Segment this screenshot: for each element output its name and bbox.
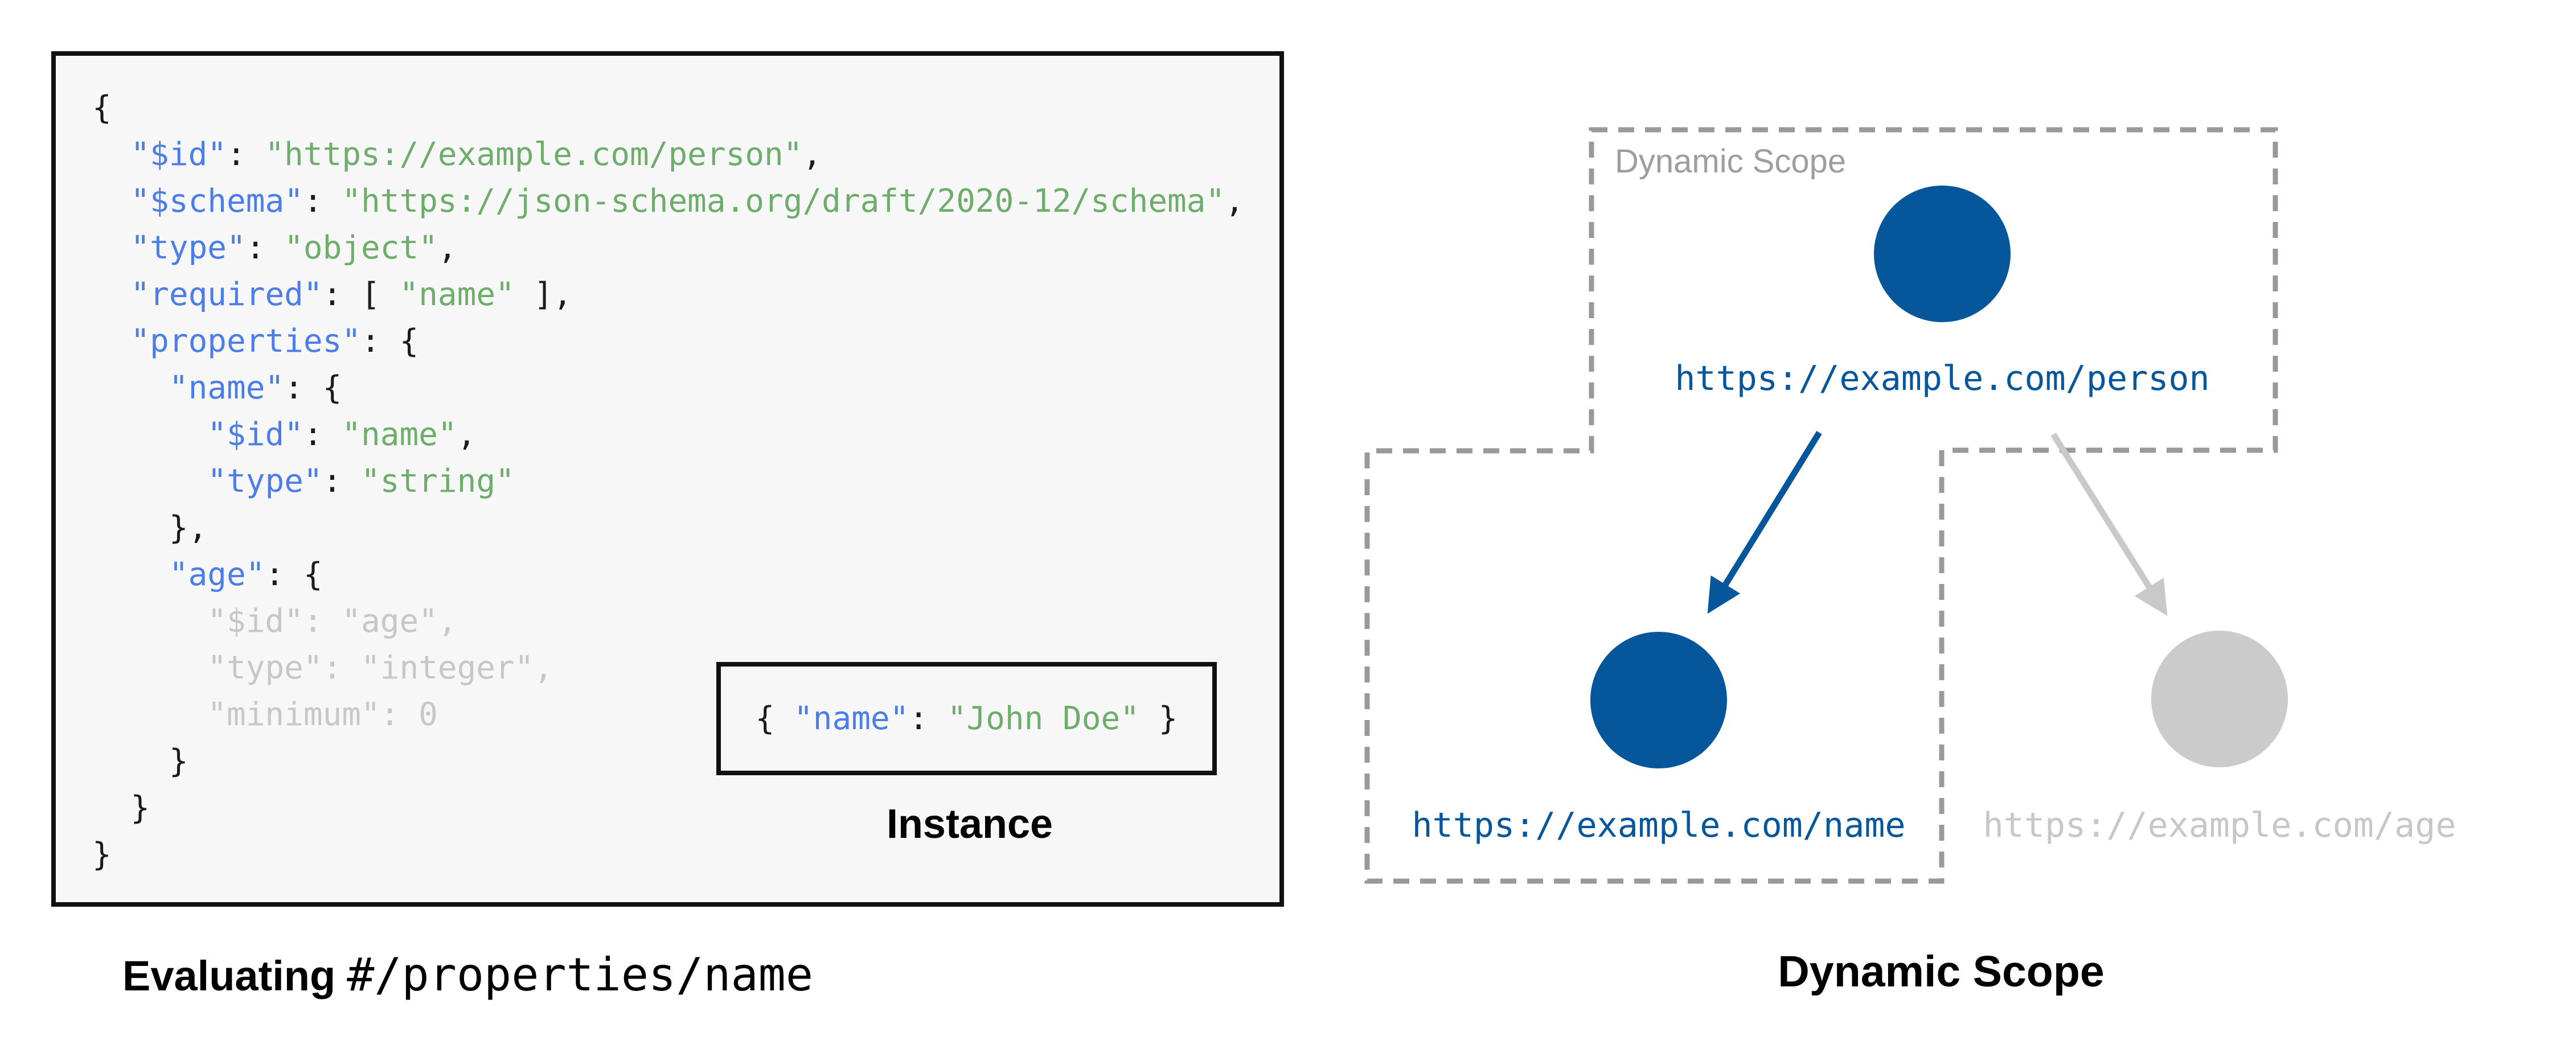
code-token: "name"	[399, 276, 515, 313]
code-token: :	[909, 700, 947, 737]
edge-person-to-age-arrow	[2050, 433, 2168, 616]
code-token: "properties"	[130, 323, 362, 360]
code-token	[92, 276, 130, 313]
code-line: "$id": "name",	[92, 412, 1244, 458]
code-token: "$id"	[207, 416, 303, 453]
code-token: ,	[457, 416, 477, 453]
age-node	[2151, 631, 2288, 767]
code-token	[92, 323, 130, 360]
code-line: },	[92, 505, 1244, 552]
code-line: "age": {	[92, 552, 1244, 598]
code-line: }	[92, 738, 1244, 785]
code-line: "type": "string"	[92, 458, 1244, 505]
code-line: "type": "integer",	[92, 645, 1244, 692]
code-line: "name": {	[92, 365, 1244, 412]
code-line: "$schema": "https://json-schema.org/draf…	[92, 178, 1244, 225]
code-token: :	[303, 416, 342, 453]
code-token: "type": "integer",	[92, 649, 553, 686]
code-token: }	[92, 743, 188, 780]
code-token: },	[92, 509, 208, 546]
code-line: }	[92, 832, 1244, 878]
code-line: "minimum": 0	[92, 692, 1244, 738]
code-token: }	[92, 789, 150, 826]
instance-label: Instance	[886, 801, 1053, 847]
code-token: "type"	[207, 463, 323, 500]
code-token	[92, 183, 130, 220]
code-token: "required"	[130, 276, 323, 313]
code-line: "$id": "age",	[92, 598, 1244, 645]
code-line: {	[92, 85, 1244, 131]
code-token	[92, 369, 169, 406]
code-token: "age"	[169, 556, 265, 593]
dynamic-scope-boundary	[1364, 127, 2278, 884]
name-url-label: https://example.com/name	[1412, 805, 1906, 845]
person-url-label: https://example.com/person	[1675, 359, 2210, 398]
evaluating-caption-path: #/properties/name	[347, 948, 813, 1001]
code-token	[92, 136, 130, 173]
code-line: "type": "object",	[92, 225, 1244, 272]
code-token: }	[1139, 700, 1178, 737]
code-line: "properties": {	[92, 318, 1244, 365]
code-token: "$id": "age",	[92, 603, 457, 640]
person-node	[1874, 186, 2011, 322]
code-token	[92, 463, 207, 500]
age-url-label: https://example.com/age	[1983, 805, 2456, 845]
code-token: :	[322, 463, 362, 500]
code-token: ],	[514, 276, 572, 313]
code-token: :	[245, 229, 285, 266]
instance-code: { "name": "John Doe" }	[756, 700, 1178, 737]
code-token: "https://json-schema.org/draft/2020-12/s…	[342, 183, 1225, 220]
code-token: }	[92, 836, 112, 873]
code-token	[92, 229, 130, 266]
code-token: :	[227, 136, 265, 173]
code-line: "required": [ "name" ],	[92, 272, 1244, 318]
code-token: "name"	[794, 700, 909, 737]
code-token: : {	[265, 556, 323, 593]
code-token: "object"	[284, 229, 438, 266]
edge-person-to-name-arrow	[1707, 431, 1822, 614]
code-token: "name"	[169, 369, 285, 406]
code-token: "name"	[342, 416, 457, 453]
schema-panel: { "$id": "https://example.com/person", "…	[51, 51, 1284, 907]
code-token: : {	[284, 369, 342, 406]
code-token: "$schema"	[130, 183, 303, 220]
scope-region-label: Dynamic Scope	[1615, 143, 1847, 180]
name-node	[1590, 632, 1727, 768]
code-token	[92, 556, 169, 593]
code-token: : {	[361, 323, 419, 360]
dynamic-scope-diagram	[1364, 127, 2288, 884]
code-token: "type"	[130, 229, 246, 266]
instance-box: { "name": "John Doe" }	[716, 662, 1217, 775]
code-token: "John Doe"	[947, 700, 1139, 737]
code-token: ,	[802, 136, 822, 173]
code-line: "$id": "https://example.com/person",	[92, 131, 1244, 178]
evaluating-caption-bold: Evaluating	[122, 952, 336, 999]
code-token: "minimum": 0	[92, 696, 438, 733]
code-token: {	[92, 89, 112, 126]
code-token: : [	[322, 276, 400, 313]
code-token: "https://example.com/person"	[265, 136, 803, 173]
code-line: }	[92, 785, 1244, 832]
code-token: "$id"	[130, 136, 227, 173]
evaluating-caption: Evaluating #/properties/name	[122, 949, 813, 1002]
code-token: ,	[1225, 183, 1244, 220]
code-token: ,	[437, 229, 457, 266]
code-token: :	[303, 183, 342, 220]
code-token: "string"	[361, 463, 515, 500]
dynamic-scope-caption: Dynamic Scope	[1778, 947, 2105, 996]
code-token	[92, 416, 207, 453]
code-token: {	[755, 700, 794, 737]
schema-code: { "$id": "https://example.com/person", "…	[92, 85, 1244, 878]
